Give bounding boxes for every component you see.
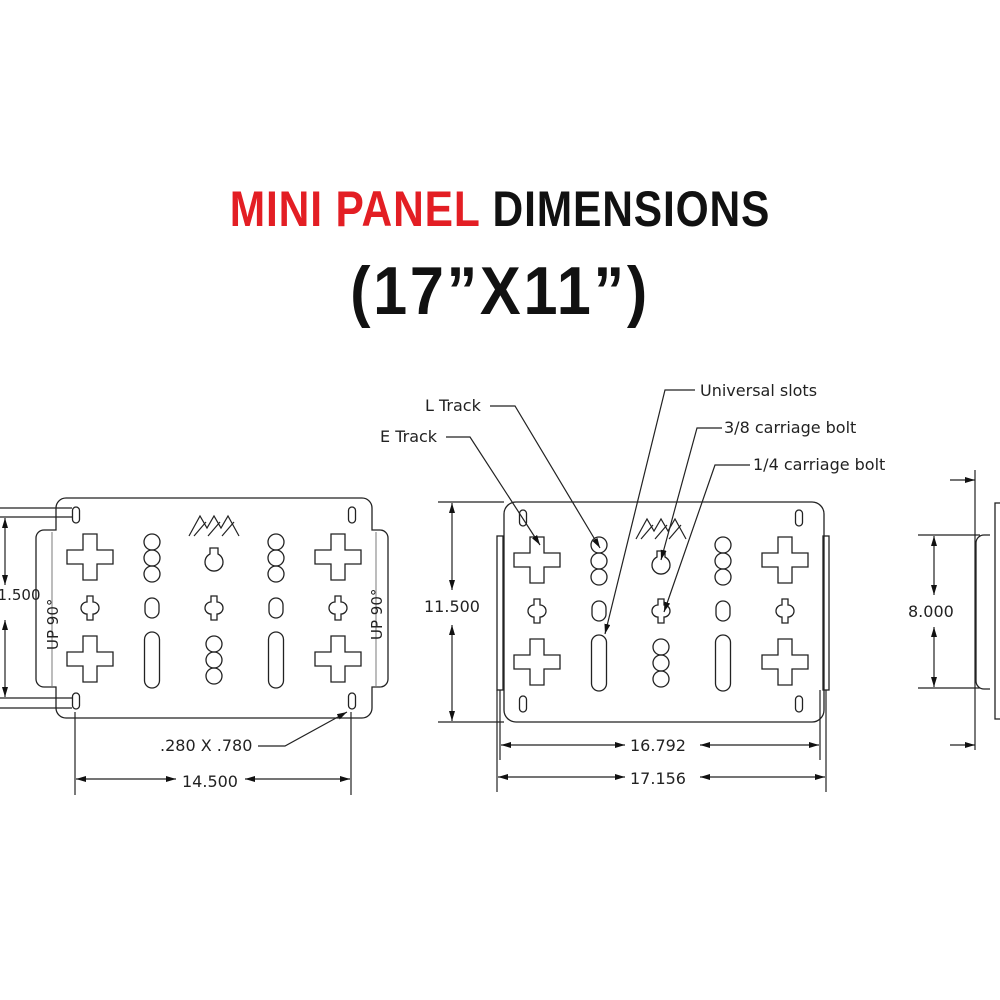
keyhole-1-4-cutout <box>204 595 224 621</box>
brand-logo-icon <box>188 514 240 537</box>
tab-label-right: UP 90° <box>368 589 386 640</box>
mounting-slot <box>794 509 804 527</box>
l-track-lobe <box>714 568 732 586</box>
oval-hole <box>268 597 284 619</box>
l-track-lobe <box>205 635 223 653</box>
e-track-cross-cutout <box>513 638 561 686</box>
l-track-lobe <box>267 565 285 583</box>
front-plate-outline <box>503 501 825 723</box>
l-track-lobe <box>267 549 285 567</box>
keyhole-1-4-cutout <box>775 598 795 624</box>
side-profile <box>975 534 990 690</box>
l-track-lobe <box>205 667 223 685</box>
e-track-cross-cutout <box>513 536 561 584</box>
front-view <box>496 501 830 723</box>
e-track-leader <box>446 436 541 546</box>
mounting-slot <box>347 506 357 524</box>
l-track-lobe <box>652 670 670 688</box>
slot-leader <box>258 711 348 747</box>
l-track-lobe <box>205 651 223 669</box>
l-track-lobe <box>590 536 608 554</box>
keyhole-3-8-cutout <box>204 547 224 572</box>
universal-slots-leader <box>604 389 695 635</box>
side-plate-edge <box>994 502 1000 720</box>
e-track-cross-cutout <box>314 533 362 581</box>
brand-logo-icon <box>635 517 687 540</box>
l-track-lobe <box>714 552 732 570</box>
front-height-dim: 11.500 <box>424 597 480 616</box>
bolt-38-leader <box>660 427 722 561</box>
title-black: DIMENSIONS <box>492 181 771 237</box>
l-track-lobe <box>590 552 608 570</box>
title-size: (17”X11”) <box>350 253 650 329</box>
mounting-slot <box>794 695 804 713</box>
e-track-cross-cutout <box>66 635 114 683</box>
l-track-lobe <box>143 549 161 567</box>
left-plate-outline <box>35 497 389 719</box>
oval-hole <box>591 600 607 622</box>
callout-l-track: L Track <box>425 396 482 415</box>
left-height-dim: 11.500 <box>0 586 41 604</box>
mounting-slot <box>347 692 357 710</box>
mounting-slot <box>71 692 81 710</box>
callout-bolt-38: 3/8 carriage bolt <box>724 418 856 437</box>
left-flat-view <box>35 497 389 719</box>
universal-slot <box>267 631 285 689</box>
side-view <box>975 502 1000 720</box>
keyhole-3-8-cutout <box>651 550 671 575</box>
universal-slot <box>590 634 608 692</box>
l-track-lobe <box>714 536 732 554</box>
l-track-lobe <box>143 533 161 551</box>
mounting-slot <box>518 509 528 527</box>
l-track-leader <box>490 405 601 549</box>
bolt-14-leader <box>663 464 750 613</box>
front-inner-width-dim: 16.792 <box>630 736 686 755</box>
keyhole-1-4-cutout <box>80 595 100 621</box>
front-outer-width-dim: 17.156 <box>630 769 686 788</box>
front-tab-left <box>496 535 504 691</box>
keyhole-1-4-cutout <box>527 598 547 624</box>
callout-e-track: E Track <box>380 427 438 446</box>
e-track-cross-cutout <box>314 635 362 683</box>
oval-hole <box>144 597 160 619</box>
left-slot-callout: .280 X .780 <box>160 736 252 755</box>
e-track-cross-cutout <box>66 533 114 581</box>
callout-universal-slots: Universal slots <box>700 381 817 400</box>
left-width-dim: 14.500 <box>182 772 238 791</box>
l-track-lobe <box>143 565 161 583</box>
side-height-dim: 8.000 <box>908 602 954 621</box>
mounting-slot <box>518 695 528 713</box>
l-track-lobe <box>267 533 285 551</box>
tab-label-left: UP 90° <box>44 599 62 650</box>
universal-slot <box>714 634 732 692</box>
title-line-1: MINI PANEL DIMENSIONS <box>75 180 925 238</box>
callout-bolt-14: 1/4 carriage bolt <box>753 455 885 474</box>
l-track-lobe <box>590 568 608 586</box>
e-track-cross-cutout <box>761 536 809 584</box>
title-red: MINI PANEL <box>229 181 480 237</box>
mounting-slot <box>71 506 81 524</box>
l-track-lobe <box>652 638 670 656</box>
l-track-lobe <box>652 654 670 672</box>
oval-hole <box>715 600 731 622</box>
universal-slot <box>143 631 161 689</box>
keyhole-1-4-cutout <box>328 595 348 621</box>
e-track-cross-cutout <box>761 638 809 686</box>
